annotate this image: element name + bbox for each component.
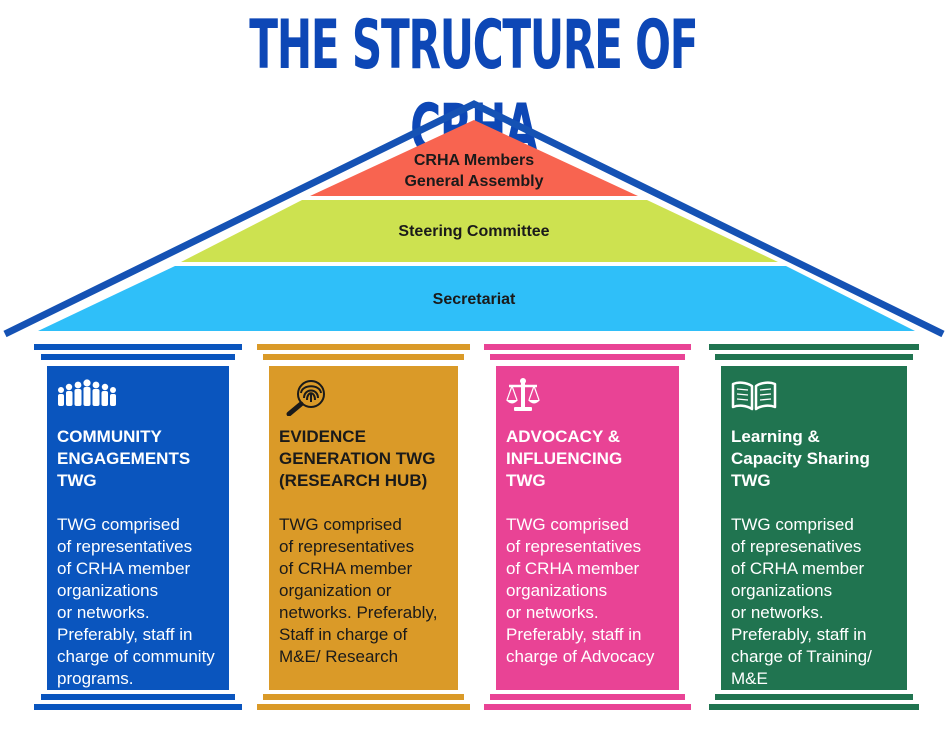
tier-secretariat [38,266,915,331]
steering-committee-label: Steering Committee [398,223,550,240]
open-book-icon [729,376,793,412]
capital-top [257,344,470,350]
pillar-heading: ADVOCACY & INFLUENCING TWG [506,427,623,490]
pillar-evidence-generation: EVIDENCE GENERATION TWG (RESEARCH HUB) T… [257,344,470,714]
base-top [715,694,913,700]
capital-bottom [263,354,464,360]
pillar-description: TWG comprised of representatives of CRHA… [279,515,438,666]
base-top [490,694,685,700]
capital-top [709,344,919,350]
pillar-heading: Learning & Capacity Sharing TWG [731,427,870,490]
base-top [41,694,235,700]
capital-bottom [490,354,685,360]
pillar-body: Learning & Capacity Sharing TWG TWG comp… [721,366,907,690]
roof-diagram [3,100,945,338]
pillar-heading: COMMUNITY ENGAGEMENTS TWG [57,427,191,490]
pillar-body: COMMUNITY ENGAGEMENTS TWG TWG comprised … [47,366,229,690]
capital-bottom [41,354,235,360]
pillar-heading: EVIDENCE GENERATION TWG (RESEARCH HUB) [279,427,436,490]
people-group-icon [55,376,119,412]
pillar-description: TWG comprised of represenatives of CRHA … [731,515,872,688]
pillar-learning-capacity-sharing: Learning & Capacity Sharing TWG TWG comp… [709,344,919,714]
pillar-body: EVIDENCE GENERATION TWG (RESEARCH HUB) T… [269,366,458,690]
pillar-description: TWG comprised of representatives of CRHA… [57,515,215,688]
pillar-advocacy-influencing: ADVOCACY & INFLUENCING TWG TWG comprised… [484,344,691,714]
tier-general-assembly [310,120,638,196]
pillar-body: ADVOCACY & INFLUENCING TWG TWG comprised… [496,366,679,690]
scales-of-justice-icon [504,376,568,412]
base-bottom [257,704,470,710]
general-assembly-label: CRHA Members General Assembly [404,152,544,190]
capital-top [34,344,242,350]
base-bottom [709,704,919,710]
capital-bottom [715,354,913,360]
base-bottom [34,704,242,710]
base-bottom [484,704,691,710]
capital-top [484,344,691,350]
fingerprint-magnifier-icon [277,376,341,417]
roof-outline [3,100,945,338]
pillar-community-engagements: COMMUNITY ENGAGEMENTS TWG TWG comprised … [34,344,242,714]
tier-steering-committee [181,200,778,262]
base-top [263,694,464,700]
pillar-description: TWG comprised of representatives of CRHA… [506,515,655,666]
secretariat-label: Secretariat [432,291,516,308]
